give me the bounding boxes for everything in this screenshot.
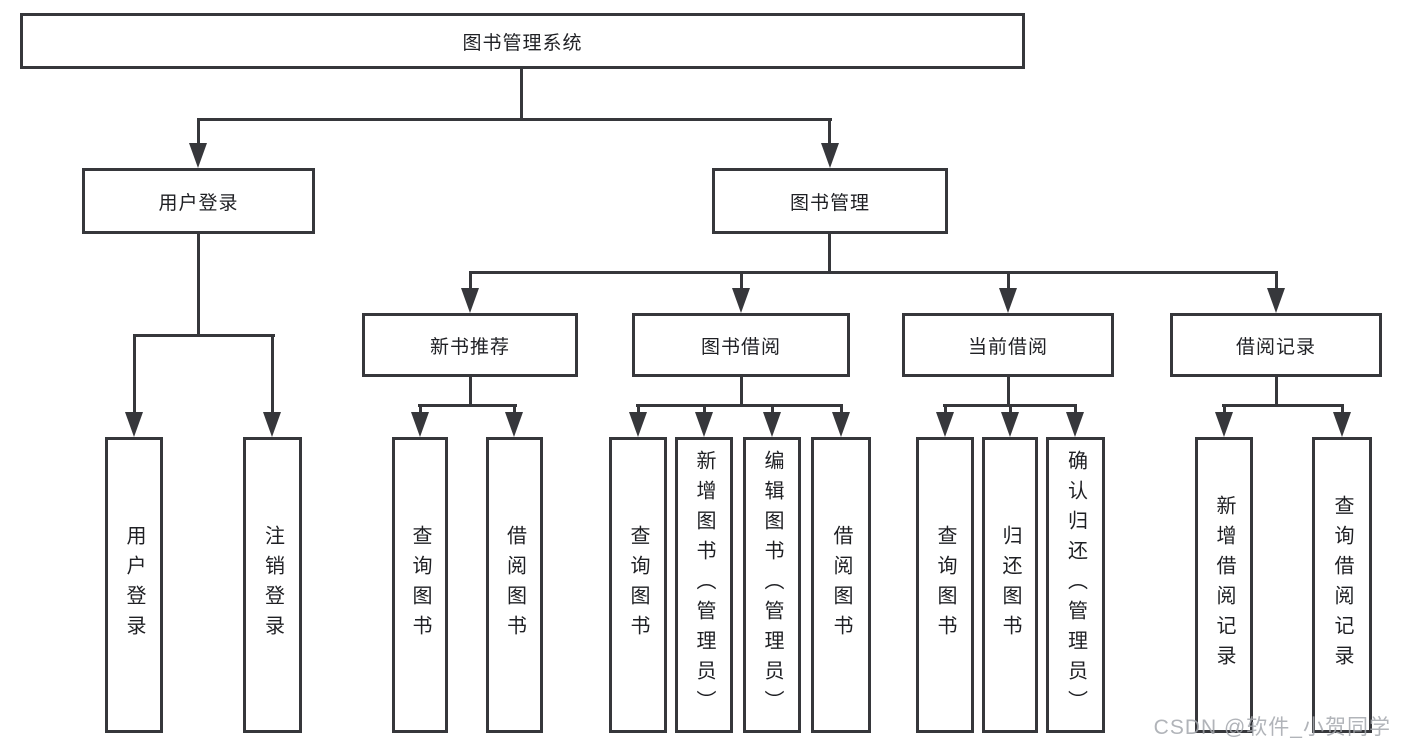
connector-bb-borrow-drop	[840, 404, 843, 415]
node-new-book-recommend: 新书推荐	[362, 313, 578, 377]
connector-new-book-stem	[469, 377, 472, 406]
connector-bb-edit-drop	[771, 404, 774, 415]
node-root-label: 图书管理系统	[462, 32, 583, 54]
connector-new-book-bar	[418, 404, 517, 407]
arrowhead-ul-logout	[263, 412, 281, 437]
arrowhead-br-add	[1215, 412, 1233, 437]
connector-cb-confirm-drop	[1074, 404, 1077, 415]
arrowhead-book-borrow	[732, 288, 750, 313]
connector-current-borrow-stem	[1007, 377, 1010, 406]
arrowhead-bb-edit	[763, 412, 781, 437]
leaf-nb-query-books-label: 查询图书	[409, 525, 431, 645]
leaf-user-login-label: 用户登录	[123, 525, 145, 645]
arrowhead-bb-query	[629, 412, 647, 437]
leaf-br-add-record: 新增借阅记录	[1195, 437, 1253, 733]
connector-book-mgmt-drop	[828, 120, 831, 146]
leaf-cb-query-books-label: 查询图书	[934, 525, 956, 645]
node-borrow-records: 借阅记录	[1170, 313, 1382, 377]
leaf-nb-query-books: 查询图书	[392, 437, 448, 733]
connector-current-borrow-drop	[1007, 273, 1010, 291]
connector-cb-query-drop	[944, 404, 947, 415]
leaf-br-query-record-label: 查询借阅记录	[1331, 495, 1353, 675]
node-current-borrowing-label: 当前借阅	[967, 336, 1048, 358]
connector-borrow-record-stem	[1275, 377, 1278, 406]
node-borrow-records-label: 借阅记录	[1235, 336, 1316, 358]
arrowhead-book-mgmt	[821, 143, 839, 168]
connector-br-add-drop	[1223, 404, 1226, 415]
connector-ul-login-drop	[133, 334, 136, 414]
arrowhead-bb-add	[695, 412, 713, 437]
connector-nb-query-drop	[419, 404, 422, 415]
connector-level2-bar	[197, 118, 832, 121]
arrowhead-br-query	[1333, 412, 1351, 437]
node-current-borrowing: 当前借阅	[902, 313, 1114, 377]
connector-user-login-stem	[197, 234, 200, 337]
arrowhead-nb-query	[411, 412, 429, 437]
arrowhead-bb-borrow	[832, 412, 850, 437]
node-new-book-recommend-label: 新书推荐	[429, 336, 510, 358]
connector-borrow-record-drop	[1275, 273, 1278, 291]
node-book-borrowing-label: 图书借阅	[700, 336, 781, 358]
connector-nb-borrow-drop	[513, 404, 516, 415]
arrowhead-borrow-record	[1267, 288, 1285, 313]
connector-book-mgmt-stem	[828, 234, 831, 274]
leaf-user-login: 用户登录	[105, 437, 163, 733]
leaf-logout-label: 注销登录	[261, 525, 284, 645]
csdn-watermark: CSDN @软件_小贺同学	[1153, 716, 1391, 739]
connector-book-borrow-drop	[740, 273, 743, 291]
connector-user-login-drop	[197, 120, 200, 146]
leaf-bb-add-books: 新增图书（管理员）	[675, 437, 733, 733]
leaf-bb-edit-books: 编辑图书（管理员）	[743, 437, 801, 733]
leaf-bb-query-books-label: 查询图书	[627, 525, 649, 645]
leaf-logout: 注销登录	[243, 437, 302, 733]
leaf-nb-borrow-books: 借阅图书	[486, 437, 543, 733]
connector-cb-return-drop	[1009, 404, 1012, 415]
arrowhead-nb-borrow	[505, 412, 523, 437]
node-user-login-label: 用户登录	[158, 192, 239, 214]
arrowhead-cb-return	[1001, 412, 1019, 437]
node-book-management-label: 图书管理	[789, 192, 870, 214]
connector-root-stem	[520, 69, 523, 121]
leaf-nb-borrow-books-label: 借阅图书	[503, 525, 526, 645]
connector-br-query-drop	[1341, 404, 1344, 415]
connector-new-book-drop	[469, 273, 472, 291]
arrowhead-ul-login	[125, 412, 143, 437]
leaf-bb-borrow-books-label: 借阅图书	[830, 525, 852, 645]
leaf-cb-return-books-label: 归还图书	[999, 525, 1021, 645]
connector-user-login-bar	[133, 334, 275, 337]
connector-bb-query-drop	[637, 404, 640, 415]
leaf-br-query-record: 查询借阅记录	[1312, 437, 1372, 733]
leaf-cb-confirm-return: 确认归还（管理员）	[1046, 437, 1105, 733]
connector-ul-logout-drop	[271, 334, 274, 414]
arrowhead-new-book	[461, 288, 479, 313]
connector-level3-bar	[469, 271, 1278, 274]
node-user-login: 用户登录	[82, 168, 315, 234]
leaf-bb-query-books: 查询图书	[609, 437, 667, 733]
arrowhead-cb-query	[936, 412, 954, 437]
leaf-cb-return-books: 归还图书	[982, 437, 1038, 733]
connector-borrow-record-bar	[1222, 404, 1344, 407]
connector-bb-add-drop	[703, 404, 706, 415]
arrowhead-user-login	[189, 143, 207, 168]
arrowhead-cb-confirm	[1066, 412, 1084, 437]
node-book-management: 图书管理	[712, 168, 948, 234]
leaf-cb-query-books: 查询图书	[916, 437, 974, 733]
node-book-borrowing: 图书借阅	[632, 313, 850, 377]
leaf-bb-add-books-label: 新增图书（管理员）	[693, 450, 715, 720]
connector-book-borrow-stem	[740, 377, 743, 406]
leaf-br-add-record-label: 新增借阅记录	[1213, 495, 1235, 675]
leaf-bb-borrow-books: 借阅图书	[811, 437, 871, 733]
connector-book-borrow-bar	[636, 404, 843, 407]
node-root: 图书管理系统	[20, 13, 1025, 69]
leaf-cb-confirm-return-label: 确认归还（管理员）	[1064, 450, 1087, 720]
leaf-bb-edit-books-label: 编辑图书（管理员）	[761, 450, 783, 720]
arrowhead-current-borrow	[999, 288, 1017, 313]
